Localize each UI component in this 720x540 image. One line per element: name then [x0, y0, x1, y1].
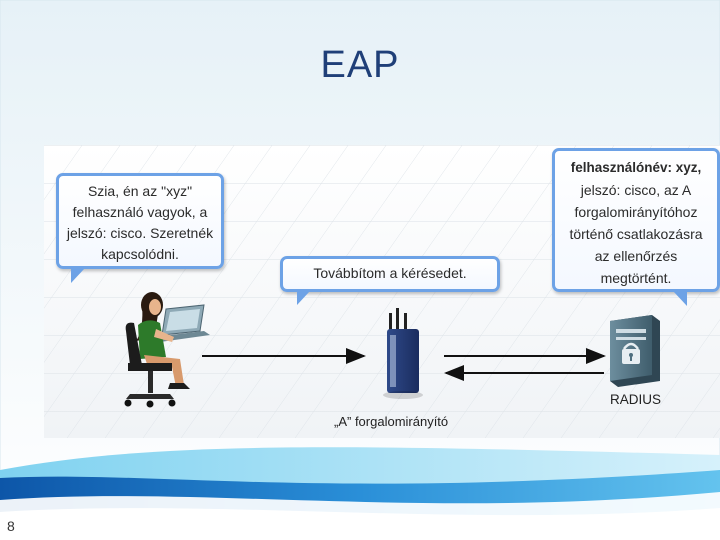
client-bubble-line-4: kapcsolódni. [101, 246, 179, 262]
slide-number: 8 [7, 518, 15, 534]
server-bubble-line-3: forgalomirányítóhoz [574, 204, 698, 220]
server-bubble-line-4: történő csatlakozásra [569, 226, 703, 242]
client-speech-bubble: Szia, én az "xyz" felhasználó vagyok, a … [56, 173, 224, 283]
client-bubble-line-1: Szia, én az "xyz" [87, 183, 193, 199]
radius-server-icon [610, 315, 660, 387]
server-bubble-line-6: megtörtént. [600, 270, 672, 286]
router-speech-bubble: Továbbítom a kérésedet. [280, 256, 500, 305]
client-bubble-line-2: felhasználó vagyok, a [72, 204, 208, 220]
client-bubble-tail [71, 268, 85, 283]
server-bubble-line-2: jelszó: cisco, az A [580, 182, 692, 198]
server-speech-bubble: felhasználónév: xyz, jelszó: cisco, az A… [552, 148, 720, 306]
eap-diagram: Szia, én az "xyz" felhasználó vagyok, a … [44, 145, 720, 438]
router-icon [383, 308, 423, 399]
user-icon [124, 292, 210, 408]
slide-title: EAP [320, 44, 400, 86]
client-bubble-line-3: jelszó: cisco. Szeretnék [66, 225, 214, 241]
server-bubble-line-1: felhasználónév: xyz, [570, 160, 702, 175]
router-label: „A” forgalomirányító [334, 414, 449, 429]
router-bubble-text: Továbbítom a kérésedet. [313, 265, 467, 281]
server-bubble-tail [673, 291, 687, 306]
server-bubble-line-5: az ellenőrzés [594, 248, 678, 264]
router-bubble-tail [297, 291, 310, 305]
radius-label: RADIUS [610, 392, 662, 407]
